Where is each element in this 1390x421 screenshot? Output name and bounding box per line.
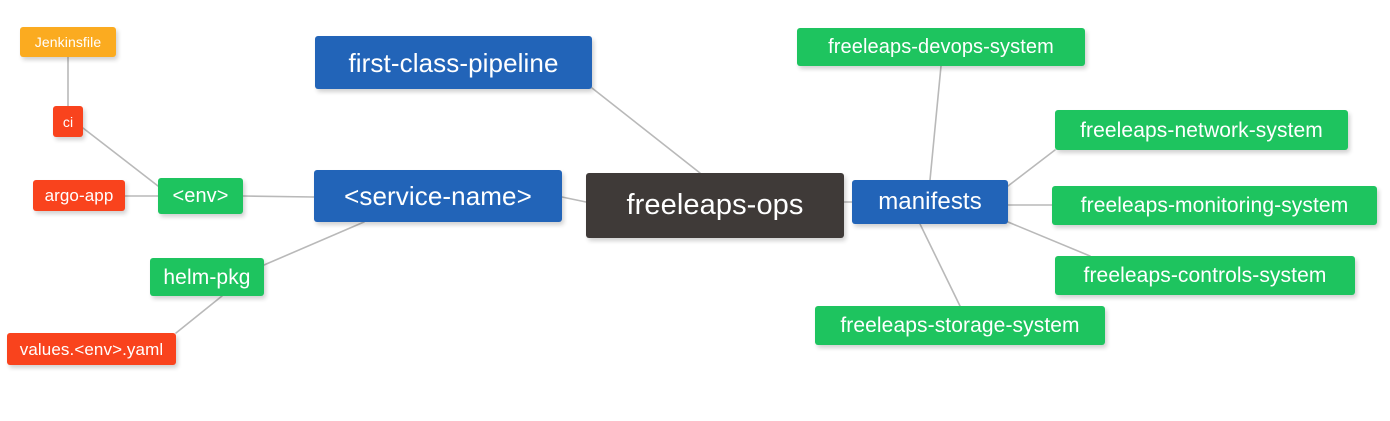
node-label-first-class-pipeline: first-class-pipeline [348, 47, 559, 78]
node-label-argo-app: argo-app [44, 186, 114, 205]
node-label-freeleaps-storage-system: freeleaps-storage-system [840, 314, 1080, 337]
edge-manifests-network [1007, 149, 1056, 187]
node-freeleaps-controls-system[interactable]: freeleaps-controls-system [1055, 256, 1355, 295]
node-label-root: freeleaps-ops [626, 189, 804, 221]
node-service-name[interactable]: <service-name> [314, 170, 562, 222]
edge-manifests-storage [919, 223, 961, 307]
edge-root-first-class-pipeline [591, 87, 701, 174]
node-label-freeleaps-controls-system: freeleaps-controls-system [1083, 264, 1327, 287]
node-label-freeleaps-monitoring-system: freeleaps-monitoring-system [1080, 194, 1349, 217]
node-root[interactable]: freeleaps-ops [586, 173, 844, 238]
node-label-freeleaps-devops-system: freeleaps-devops-system [828, 36, 1054, 58]
node-first-class-pipeline[interactable]: first-class-pipeline [315, 36, 592, 89]
node-label-helm-pkg: helm-pkg [163, 265, 251, 289]
node-freeleaps-storage-system[interactable]: freeleaps-storage-system [815, 306, 1105, 345]
node-label-freeleaps-network-system: freeleaps-network-system [1080, 118, 1323, 142]
node-argo-app[interactable]: argo-app [33, 180, 125, 211]
node-label-env: <env> [172, 185, 229, 207]
node-label-ci: ci [62, 113, 74, 130]
node-freeleaps-network-system[interactable]: freeleaps-network-system [1055, 110, 1348, 150]
edge-helm-pkg-values-yaml [175, 295, 223, 334]
edge-manifests-controls [1007, 221, 1091, 257]
node-jenkinsfile[interactable]: Jenkinsfile [20, 27, 116, 57]
node-manifests[interactable]: manifests [852, 180, 1008, 224]
node-label-service-name: <service-name> [344, 181, 532, 211]
edge-root-service-name [561, 196, 587, 203]
node-label-manifests: manifests [878, 188, 982, 215]
node-freeleaps-monitoring-system[interactable]: freeleaps-monitoring-system [1052, 186, 1377, 225]
node-helm-pkg[interactable]: helm-pkg [150, 258, 264, 296]
node-label-values-yaml: values.<env>.yaml [19, 339, 164, 359]
edge-manifests-devops [929, 65, 942, 181]
node-label-jenkinsfile: Jenkinsfile [34, 34, 102, 50]
node-env[interactable]: <env> [158, 178, 243, 214]
edge-service-name-helm-pkg [263, 221, 365, 266]
edge-env-ci [82, 127, 159, 187]
node-ci[interactable]: ci [53, 106, 83, 137]
node-values-yaml[interactable]: values.<env>.yaml [7, 333, 176, 365]
node-freeleaps-devops-system[interactable]: freeleaps-devops-system [797, 28, 1085, 66]
edge-service-name-env [242, 195, 315, 198]
